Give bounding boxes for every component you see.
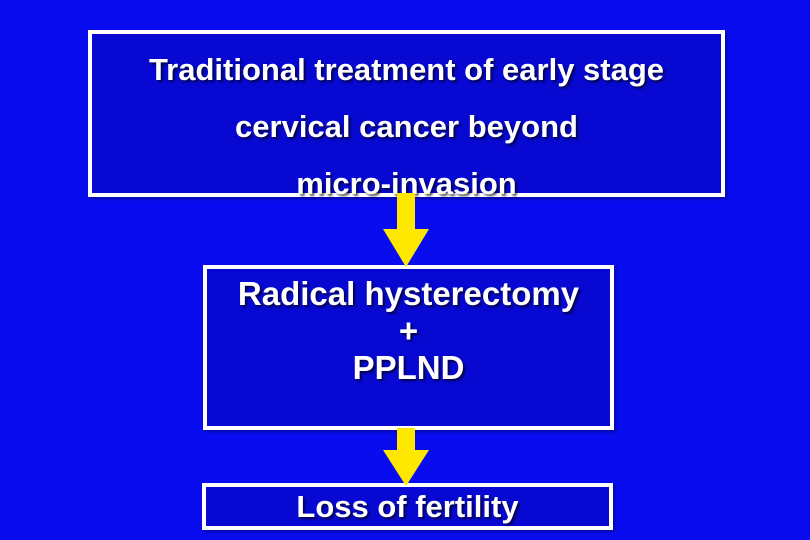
treatment-box: Radical hysterectomy + PPLND — [203, 265, 614, 430]
title-box: Traditional treatment of early stage cer… — [88, 30, 725, 201]
title-line-2: cervical cancer beyond — [235, 109, 578, 144]
down-arrow-icon — [383, 193, 429, 267]
treatment-line-3: PPLND — [352, 349, 465, 386]
outcome-line-1: Loss of fertility — [296, 489, 519, 524]
outcome-box: Loss of fertility — [202, 483, 613, 530]
treatment-line-1: Radical hysterectomy — [237, 275, 580, 312]
treatment-line-2: + — [398, 312, 419, 349]
down-arrow-icon — [383, 428, 429, 486]
title-line-1: Traditional treatment of early stage — [148, 52, 665, 87]
